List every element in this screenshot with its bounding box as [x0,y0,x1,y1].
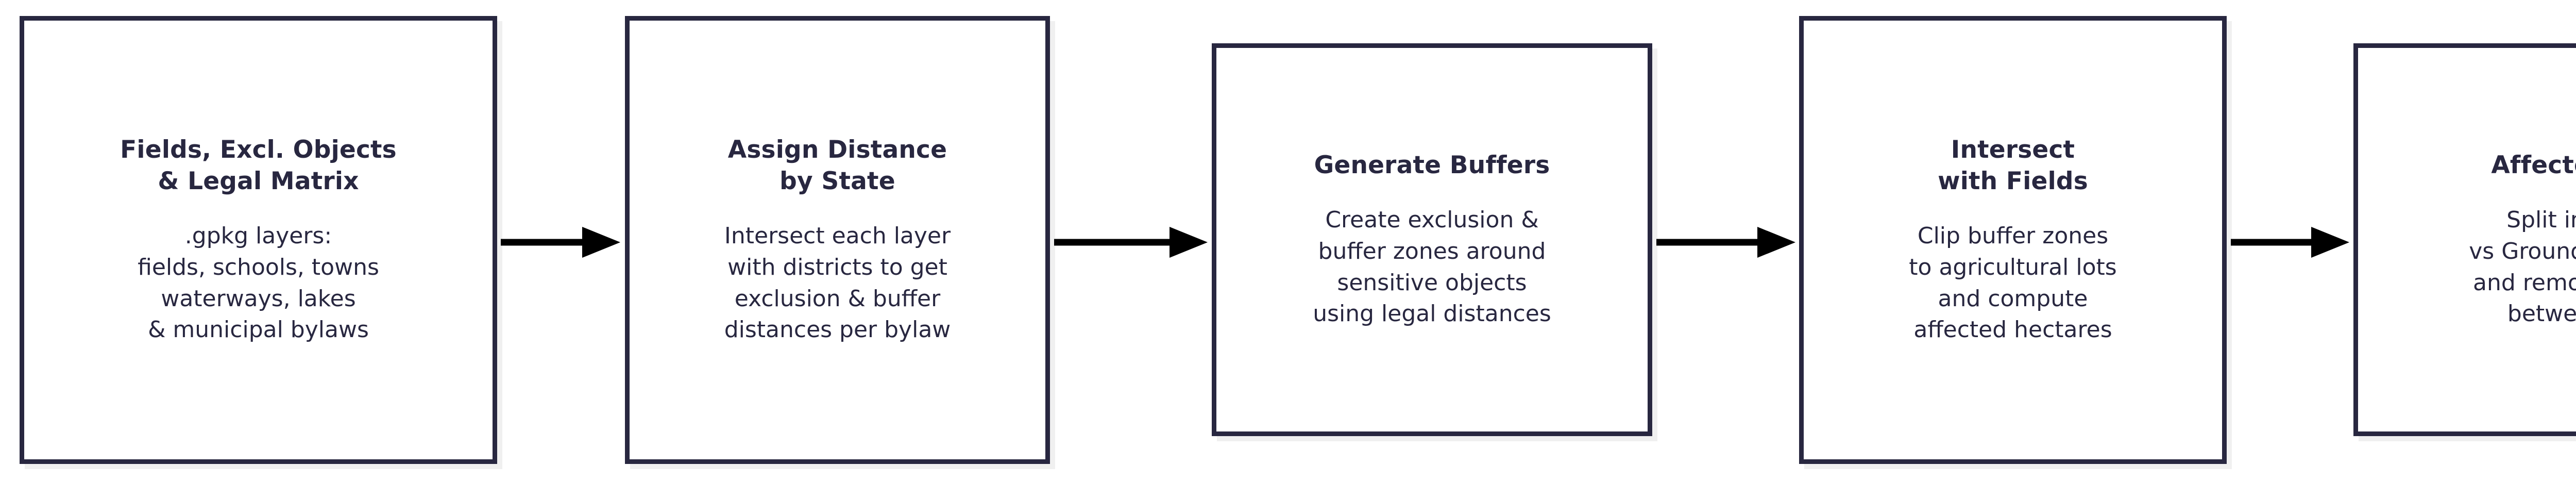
flow-node-affected-areas[interactable]: Affected AreasSplit into Aerial vs Groun… [2353,43,2576,436]
flow-arrow-1 [501,226,620,259]
flow-node-title: Assign Distance by State [727,135,947,196]
arrow-head [582,227,620,258]
flow-node-body: Intersect each layer with districts to g… [724,223,951,343]
arrow-shaft [1656,239,1757,246]
flow-node-body: Clip buffer zones to agricultural lots a… [1909,223,2117,343]
arrow-shaft [501,239,582,246]
flow-arrow-3 [1656,226,1795,259]
arrow-head [1757,227,1795,258]
flow-node-body: Split into Aerial vs Ground application … [2469,207,2576,327]
flow-node-inputs[interactable]: Fields, Excl. Objects & Legal Matrix .gpk… [20,16,497,464]
arrow-head [1170,227,1208,258]
flow-arrow-2 [1054,226,1208,259]
flow-node-title: Generate Buffers [1314,151,1550,180]
flow-arrow-4 [2231,226,2349,259]
flow-node-title: Intersect with Fields [1938,135,2088,196]
arrow-shaft [1054,239,1170,246]
flow-node-body: .gpkg layers: fields, schools, towns wat… [138,223,379,343]
arrow-head [2311,227,2349,258]
flow-node-title: Affected Areas [2491,151,2576,180]
flow-node-title: Fields, Excl. Objects & Legal Matrix [120,135,397,196]
flow-node-body: Create exclusion & buffer zones around s… [1313,207,1551,327]
arrow-shaft [2231,239,2311,246]
